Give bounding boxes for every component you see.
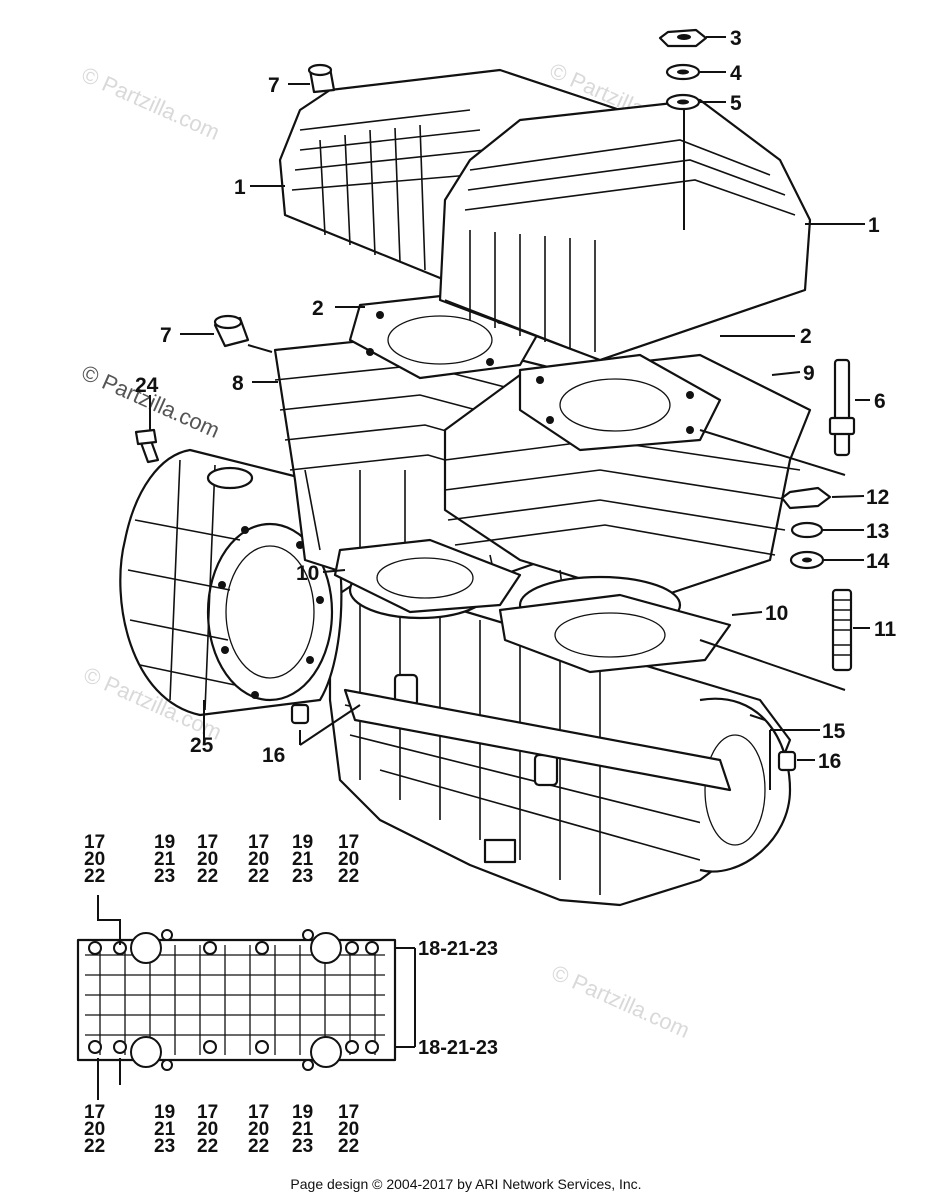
callout-9: 9 xyxy=(803,362,815,385)
callout-11: 11 xyxy=(874,618,897,641)
callout-18-21-23: 18-21-23 xyxy=(418,1037,498,1059)
svg-text:17: 17 xyxy=(84,1102,105,1123)
svg-text:23: 23 xyxy=(154,1136,175,1157)
svg-text:22: 22 xyxy=(84,866,105,887)
callout-7: 7 xyxy=(160,324,172,347)
svg-text:17: 17 xyxy=(197,832,218,853)
svg-text:22: 22 xyxy=(338,866,359,887)
svg-text:23: 23 xyxy=(154,866,175,887)
svg-text:22: 22 xyxy=(84,1136,105,1157)
svg-text:21: 21 xyxy=(154,1119,176,1140)
callout-12: 12 xyxy=(866,486,889,509)
callout-15: 15 xyxy=(822,720,846,743)
callout-25: 25 xyxy=(190,734,214,757)
callout-10: 10 xyxy=(296,562,319,585)
callout-5: 5 xyxy=(730,92,742,115)
callout-16: 16 xyxy=(818,750,841,773)
svg-text:20: 20 xyxy=(197,1119,218,1140)
svg-text:20: 20 xyxy=(84,1119,105,1140)
svg-text:20: 20 xyxy=(248,849,269,870)
svg-text:20: 20 xyxy=(338,849,359,870)
svg-text:17: 17 xyxy=(338,832,359,853)
svg-text:19: 19 xyxy=(154,832,175,853)
svg-text:22: 22 xyxy=(248,866,269,887)
fan-housing[interactable] xyxy=(119,448,343,717)
svg-text:19: 19 xyxy=(292,1102,313,1123)
callout-18-21-23: 18-21-23 xyxy=(418,938,498,960)
svg-text:17: 17 xyxy=(84,832,105,853)
svg-text:22: 22 xyxy=(248,1136,269,1157)
callout-4: 4 xyxy=(730,62,742,85)
svg-text:21: 21 xyxy=(292,1119,314,1140)
svg-text:21: 21 xyxy=(292,849,314,870)
crankcase[interactable] xyxy=(328,578,792,907)
callout-3: 3 xyxy=(730,27,742,50)
leader-lines xyxy=(97,36,870,1100)
callout-24: 24 xyxy=(135,374,159,397)
svg-text:23: 23 xyxy=(292,866,313,887)
callout-6: 6 xyxy=(874,390,886,413)
callout-13: 13 xyxy=(866,520,889,543)
svg-text:22: 22 xyxy=(197,1136,218,1157)
svg-text:17: 17 xyxy=(248,832,269,853)
svg-text:20: 20 xyxy=(338,1119,359,1140)
callout-8: 8 xyxy=(232,372,244,395)
callout-14: 14 xyxy=(866,550,890,573)
svg-text:19: 19 xyxy=(292,832,313,853)
svg-text:20: 20 xyxy=(197,849,218,870)
svg-text:22: 22 xyxy=(197,866,218,887)
callout-labels: 1 1 2 2 3 4 5 6 7 7 8 9 10 10 11 12 13 1… xyxy=(135,27,897,1059)
svg-text:22: 22 xyxy=(338,1136,359,1157)
svg-text:17: 17 xyxy=(338,1102,359,1123)
callout-2: 2 xyxy=(312,297,324,320)
callout-1: 1 xyxy=(234,176,246,199)
svg-text:17: 17 xyxy=(197,1102,218,1123)
callout-7: 7 xyxy=(268,74,280,97)
svg-text:23: 23 xyxy=(292,1136,313,1157)
callout-16: 16 xyxy=(262,744,285,767)
callout-1: 1 xyxy=(868,214,880,237)
hardware[interactable] xyxy=(134,28,856,772)
cylinder-heads[interactable] xyxy=(278,68,812,362)
svg-text:20: 20 xyxy=(84,849,105,870)
svg-text:17: 17 xyxy=(248,1102,269,1123)
crankcase-bottom-view[interactable] xyxy=(76,929,397,1071)
svg-text:20: 20 xyxy=(248,1119,269,1140)
callout-2: 2 xyxy=(800,325,812,348)
watermark: © Partzilla.com xyxy=(548,960,694,1043)
watermark: © Partzilla.com xyxy=(78,62,224,145)
callout-10: 10 xyxy=(765,602,788,625)
page-footer: Page design © 2004-2017 by ARI Network S… xyxy=(290,1176,642,1192)
svg-text:19: 19 xyxy=(154,1102,175,1123)
svg-text:21: 21 xyxy=(154,849,176,870)
